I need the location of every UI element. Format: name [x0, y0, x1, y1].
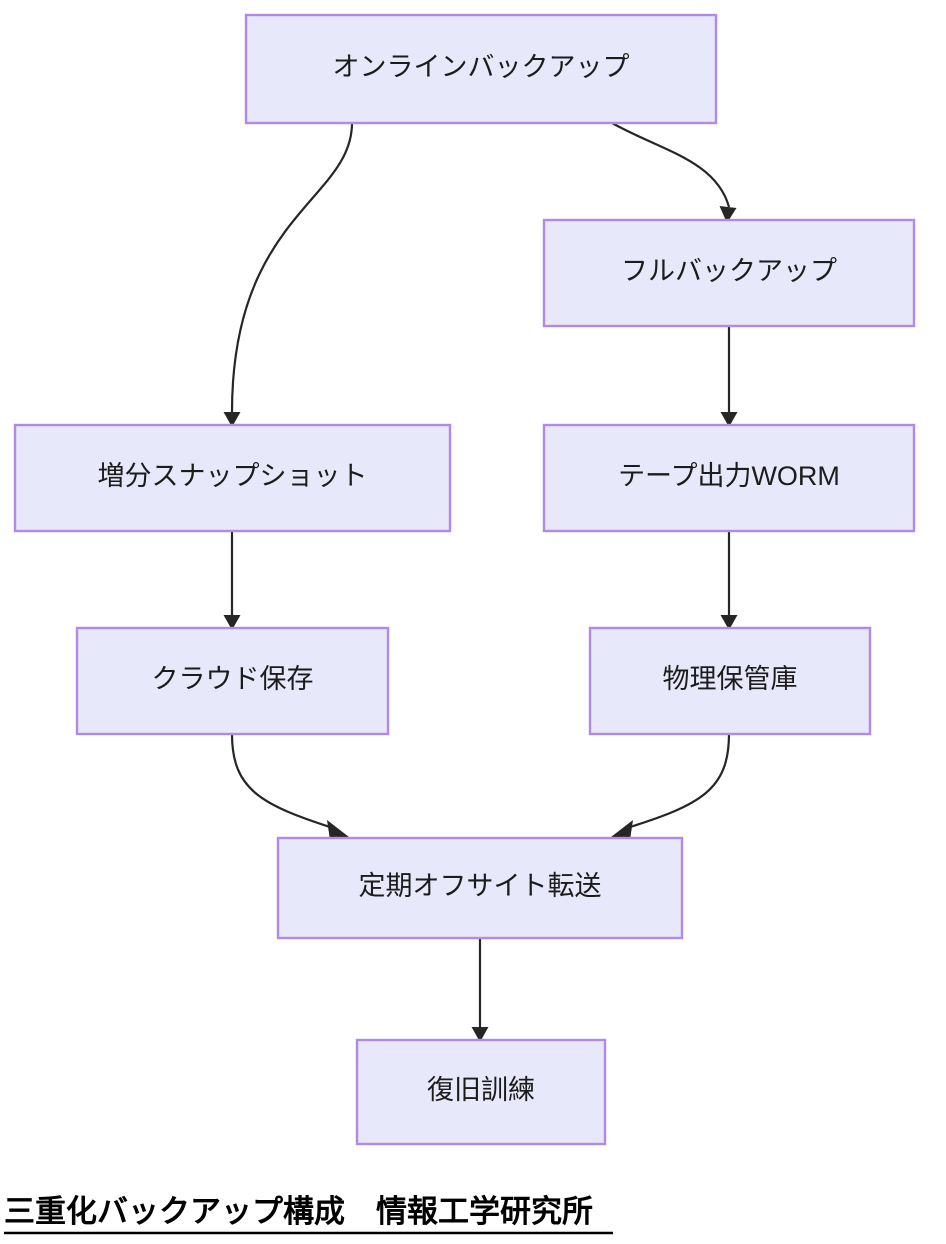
node-label: 物理保管庫: [663, 664, 798, 694]
node-label: 復旧訓練: [427, 1075, 535, 1105]
edge-path: [230, 733, 334, 830]
node-box[interactable]: [588, 626, 872, 736]
arrowhead-icon: [720, 615, 738, 630]
edge-tape-worm-to-physical-vault: [720, 531, 738, 630]
node-incr-snapshot[interactable]: 増分スナップショット: [13, 423, 452, 533]
edge-incr-snapshot-to-cloud-store: [223, 531, 241, 630]
node-physical-vault[interactable]: 物理保管庫: [588, 626, 872, 736]
node-tape-worm[interactable]: テープ出力WORM: [542, 423, 916, 533]
arrowhead-icon: [223, 615, 241, 630]
node-box[interactable]: [276, 836, 684, 940]
edge-path: [611, 122, 731, 208]
node-label: オンラインバックアップ: [333, 52, 630, 82]
edge-path: [230, 122, 354, 413]
node-full-backup[interactable]: フルバックアップ: [542, 218, 916, 328]
node-label: フルバックアップ: [621, 256, 837, 286]
edge-path: [626, 733, 731, 830]
node-box[interactable]: [244, 13, 718, 125]
edge-physical-vault-to-offsite-transfer: [611, 733, 731, 840]
arrowhead-icon: [327, 820, 349, 840]
node-recovery-drill[interactable]: 復旧訓練: [355, 1038, 607, 1146]
edge-online-backup-to-incr-snapshot: [223, 122, 354, 427]
node-box[interactable]: [542, 423, 916, 533]
node-box[interactable]: [75, 626, 390, 736]
node-box[interactable]: [542, 218, 916, 328]
node-cloud-store[interactable]: クラウド保存: [75, 626, 390, 736]
caption-label: 三重化バックアップ構成 情報工学研究所: [4, 1194, 593, 1229]
node-label: 定期オフサイト転送: [359, 871, 602, 901]
arrowhead-icon: [720, 412, 738, 427]
arrowhead-icon: [719, 206, 737, 223]
node-box[interactable]: [13, 423, 452, 533]
node-layer: オンラインバックアップ フルバックアップ 増分スナップショット テープ出力WOR…: [13, 13, 916, 1146]
node-label: 増分スナップショット: [98, 461, 368, 491]
arrowhead-icon: [611, 820, 633, 840]
arrowhead-icon: [223, 412, 241, 427]
node-online-backup[interactable]: オンラインバックアップ: [244, 13, 718, 125]
edge-full-backup-to-tape-worm: [720, 326, 738, 427]
node-label: テープ出力WORM: [618, 461, 840, 491]
edge-layer: [223, 122, 738, 1042]
arrowhead-icon: [471, 1027, 489, 1042]
node-label: クラウド保存: [152, 664, 314, 694]
node-offsite-transfer[interactable]: 定期オフサイト転送: [276, 836, 684, 940]
edge-offsite-transfer-to-recovery-drill: [471, 938, 489, 1042]
diagram-caption: 三重化バックアップ構成 情報工学研究所: [4, 1194, 613, 1235]
edge-cloud-store-to-offsite-transfer: [230, 733, 349, 840]
edge-online-backup-to-full-backup: [611, 122, 737, 223]
node-box[interactable]: [355, 1038, 607, 1146]
